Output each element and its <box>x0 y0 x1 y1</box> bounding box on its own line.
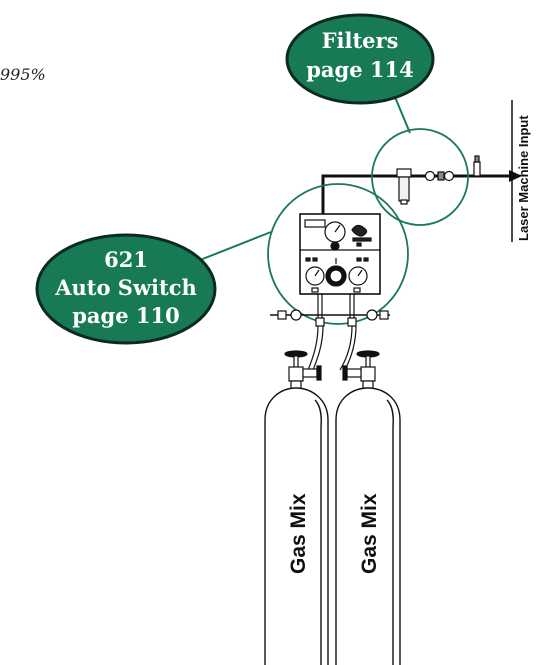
inline-filter <box>396 155 481 205</box>
cylinder-right-label: Gas Mix <box>358 493 381 574</box>
auto-switch-callout-page: page 110 <box>72 303 179 328</box>
gas-cylinder-left <box>264 387 329 665</box>
gas-cylinder-right <box>335 387 401 665</box>
auto-switch-callout-model: 621 <box>104 247 148 272</box>
filters-callout[interactable]: Filters page 114 <box>285 13 435 105</box>
cylinder-left-label: Gas Mix <box>287 493 310 574</box>
auto-switch-manifold <box>299 210 381 295</box>
auto-switch-highlight-circle <box>267 183 409 325</box>
fragment-text: 995% <box>0 65 46 84</box>
filters-callout-page: page 114 <box>306 57 413 82</box>
filters-callout-title: Filters <box>322 28 399 53</box>
manifold-hoses <box>270 294 390 371</box>
auto-switch-callout[interactable]: 621 Auto Switch page 110 <box>35 233 217 345</box>
laser-machine-input-label: Laser Machine Input <box>516 115 531 241</box>
logo-icon <box>351 224 368 237</box>
auto-switch-leader-line <box>194 231 272 263</box>
cylinder-valves <box>284 350 380 390</box>
outlet-piping <box>321 170 522 214</box>
filter-highlight-circle <box>371 128 469 226</box>
auto-switch-callout-title: Auto Switch <box>54 275 197 300</box>
